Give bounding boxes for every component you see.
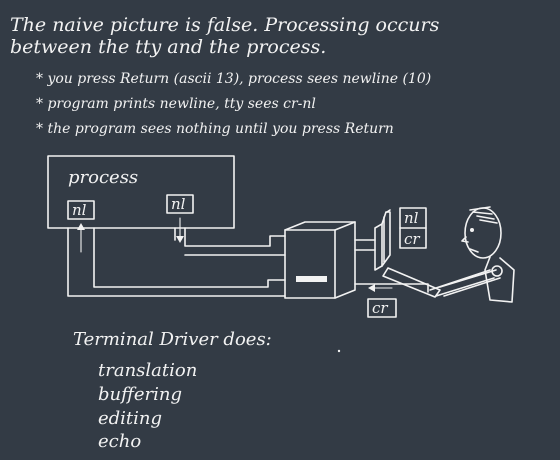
bullet-line-buffering: * the program sees nothing until you pre… bbox=[36, 121, 394, 137]
heading-line-2: between the tty and the process. bbox=[10, 36, 326, 58]
keyboard-arrowhead bbox=[368, 284, 375, 292]
terminal-screen-side bbox=[374, 223, 383, 271]
driver-box-top bbox=[284, 221, 356, 299]
driver-task-editing: editing bbox=[98, 408, 162, 429]
driver-box-edge bbox=[334, 221, 356, 231]
driver-slot bbox=[296, 276, 327, 282]
user-figure bbox=[429, 206, 515, 303]
driver-box-front bbox=[284, 229, 336, 299]
keyboard bbox=[382, 267, 441, 298]
bullet-return-key: * you press Return (ascii 13), process s… bbox=[36, 71, 431, 87]
driver-input-line bbox=[354, 283, 429, 293]
output-channel-outer bbox=[184, 227, 286, 247]
driver-task-buffering: buffering bbox=[98, 384, 182, 405]
nl-in-label: nl bbox=[72, 201, 87, 219]
nl-out-label: nl bbox=[171, 195, 186, 213]
stray-dot bbox=[337, 349, 341, 353]
terminal-screen-front bbox=[381, 211, 391, 267]
process-box bbox=[47, 155, 235, 229]
input-channel-inner bbox=[93, 227, 286, 288]
keyboard-cr-label: cr bbox=[372, 299, 388, 317]
input-arrowhead bbox=[77, 223, 85, 230]
screen-nl-label: nl bbox=[404, 209, 419, 227]
heading-line-1: The naive picture is false. Processing o… bbox=[10, 14, 440, 36]
user-elbow bbox=[491, 265, 503, 277]
keyboard-cr-box bbox=[367, 298, 397, 318]
user-hair bbox=[469, 206, 498, 224]
driver-task-translation: translation bbox=[98, 360, 197, 381]
user-head bbox=[464, 207, 502, 259]
terminal-screen-top bbox=[386, 209, 391, 213]
nl-in-box bbox=[67, 200, 95, 220]
driver-title: Terminal Driver does: bbox=[73, 329, 272, 350]
user-body bbox=[484, 256, 515, 303]
process-label: process bbox=[68, 167, 138, 188]
user-eye bbox=[470, 228, 474, 232]
driver-task-echo: echo bbox=[98, 431, 141, 452]
nl-out-box bbox=[166, 194, 194, 214]
input-channel-outer bbox=[67, 227, 286, 297]
user-mouth bbox=[469, 248, 479, 253]
bullet-newline-output: * program prints newline, tty sees cr-nl bbox=[36, 96, 316, 112]
user-nose bbox=[461, 236, 469, 243]
output-arrowhead bbox=[176, 236, 184, 243]
screen-cr-label: cr bbox=[404, 230, 420, 248]
user-arm-right bbox=[439, 269, 501, 297]
